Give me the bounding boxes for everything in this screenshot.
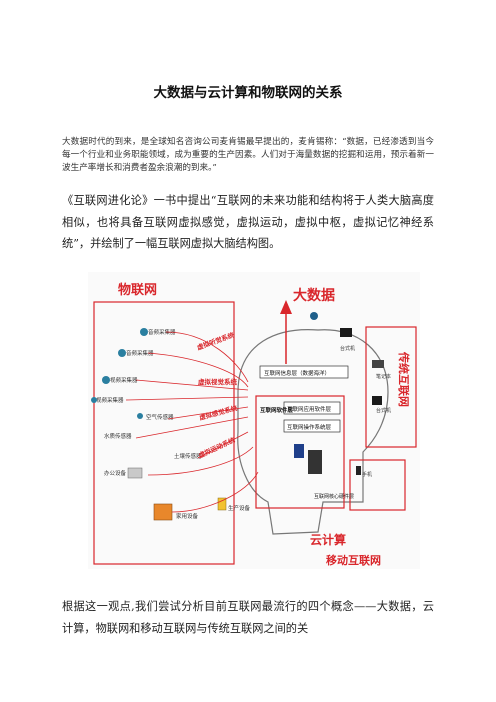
sensor-label: 视频采集器 <box>96 396 124 404</box>
desktop-icon <box>340 328 352 337</box>
virtual-system-labels: 虚拟听觉系统 虚拟视觉系统 虚拟感觉系统 虚拟运动系统 <box>196 330 239 460</box>
sensor-label: 音频采集器 <box>126 349 154 357</box>
app-layer-label: 互联网应用软件层 <box>287 405 332 413</box>
bigdata-arrow-head <box>280 300 292 314</box>
sensor-label: 办公设备 <box>104 469 127 477</box>
cloud-computing-box <box>255 395 345 509</box>
sensor-label: 空气传感器 <box>146 413 174 421</box>
server-icons <box>294 444 322 474</box>
svg-text:传统互联网: 传统互联网 <box>397 351 411 407</box>
os-layer-box <box>283 419 341 433</box>
sensor-label: 家用设备 <box>176 512 199 520</box>
traditional-internet-title: 传统互联网 <box>397 351 411 407</box>
info-layer-box <box>259 365 349 379</box>
device-label: 台式机 <box>340 345 355 352</box>
phone-icon <box>356 466 361 475</box>
camera-icon <box>91 397 97 403</box>
body-paragraph-1: 《互联网进化论》一书中提出“互联网的未来功能和结构将于人类大脑高度相似，也将具备… <box>62 194 434 250</box>
virtual-system-label: 虚拟运动系统 <box>197 435 237 460</box>
sensor-connection-lines <box>125 331 259 513</box>
sensor-label: 土壤传感器 <box>174 452 202 460</box>
traditional-internet-box <box>365 326 417 448</box>
mobile-internet-title: 移动互联网 <box>326 553 381 567</box>
sensor-label: 视频采集器 <box>110 376 138 384</box>
sensor-label: 生产设备 <box>228 504 251 512</box>
hardware-layer-label: 互联网核心硬件层 <box>314 493 354 500</box>
virtual-system-label: 虚拟视觉系统 <box>198 377 238 386</box>
iot-box <box>93 301 235 565</box>
internet-brain-diagram: 物联网 大数据 云计算 移动互联网 传统互联网 音频采集器 音频采集器 视频采集… <box>88 272 420 569</box>
body-paragraph-2: 根据这一观点,我们尝试分析目前互联网最流行的四个概念——大数据，云计算，物联网和… <box>62 600 434 635</box>
sensor-label: 水质传感器 <box>104 432 132 440</box>
cloud-title: 云计算 <box>310 532 346 547</box>
info-layer-label: 互联网信息层（数据海洋） <box>264 369 330 377</box>
intro-paragraph: 大数据时代的到来，是全球知名咨询公司麦肯锡最早提出的，麦肯锡称：“数据，已经渗透… <box>62 137 434 173</box>
document-title: 大数据与云计算和物联网的关系 <box>153 85 343 101</box>
printer-icon <box>127 467 143 479</box>
server-icon <box>294 444 304 458</box>
iot-title: 物联网 <box>118 282 157 298</box>
software-layer-label: 互联网软件层 <box>260 406 294 414</box>
bigdata-title: 大数据 <box>293 287 335 304</box>
webcam-icon <box>310 312 318 320</box>
device-label: 笔记本 <box>376 373 391 380</box>
virtual-system-label: 虚拟感觉系统 <box>198 403 238 422</box>
camera-icon <box>102 376 110 384</box>
sensor-label: 音频采集器 <box>148 328 176 336</box>
virtual-system-label: 虚拟听觉系统 <box>196 330 236 352</box>
forklift-icon <box>217 497 227 511</box>
sensor-labels: 音频采集器 音频采集器 视频采集器 视频采集器 空气传感器 水质传感器 土壤传感… <box>96 328 251 520</box>
home-appliance-icon <box>153 503 173 521</box>
device-label: 台式机 <box>376 407 391 414</box>
brain-outline <box>237 329 389 535</box>
os-layer-label: 互联网操作系统层 <box>287 423 332 431</box>
laptop-icon <box>372 360 384 368</box>
mobile-box <box>349 459 406 511</box>
air-sensor-icon <box>137 413 143 419</box>
sensor-icons <box>91 328 227 521</box>
device-icons <box>310 312 384 475</box>
desktop-icon <box>372 396 382 405</box>
microphone-icon <box>118 349 126 357</box>
device-labels: 台式机 笔记本 台式机 手机 <box>340 345 391 478</box>
server-icon <box>308 450 322 474</box>
device-label: 手机 <box>362 471 372 478</box>
app-layer-box <box>283 401 341 415</box>
microphone-icon <box>140 328 148 336</box>
